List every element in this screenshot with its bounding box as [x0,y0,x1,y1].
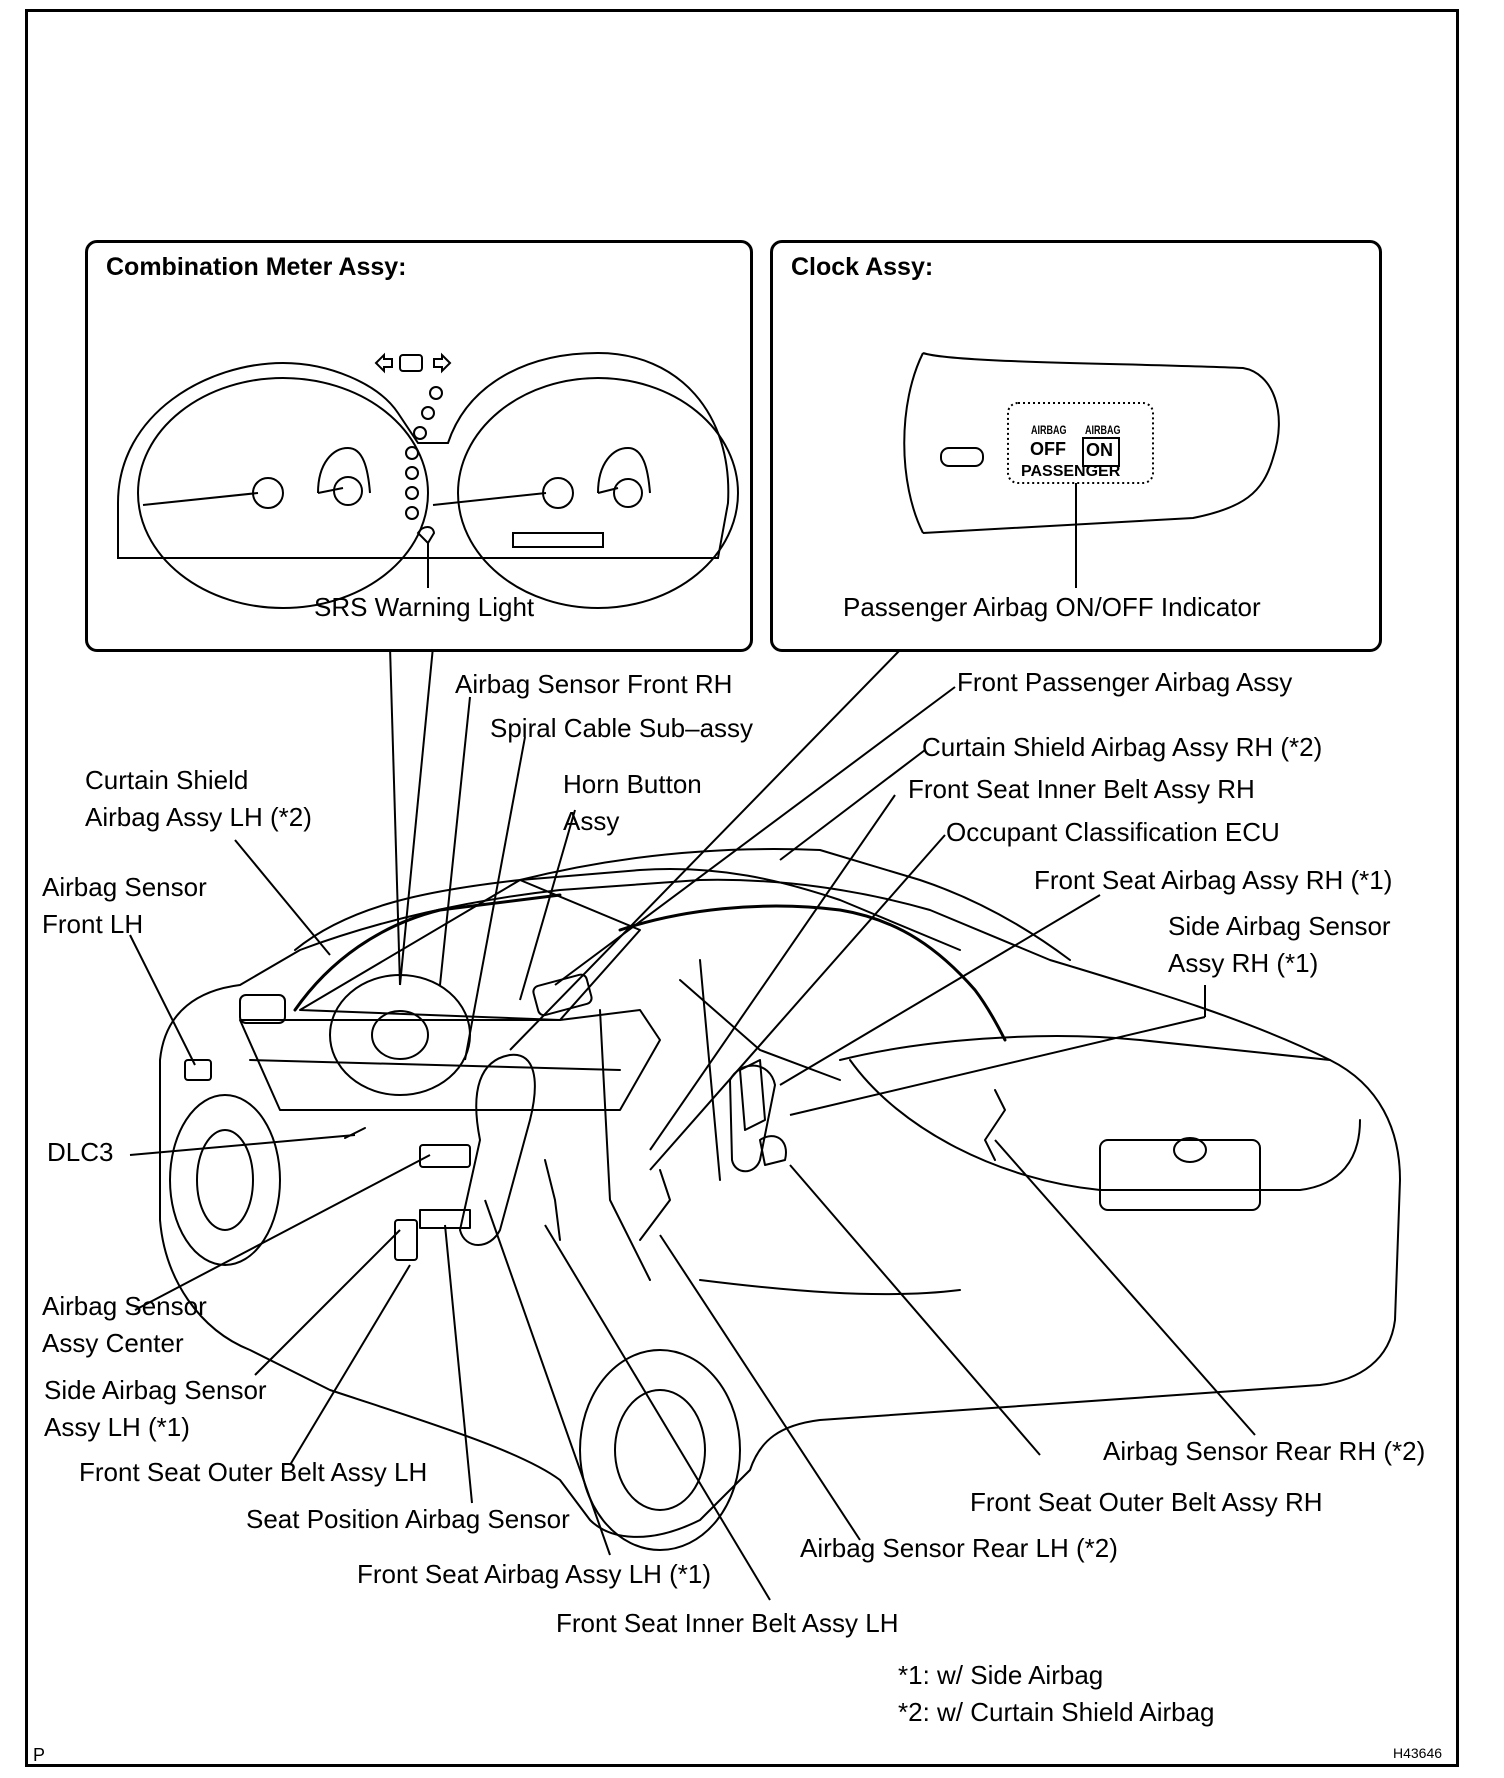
rear-sensor-rh [984,1089,1006,1161]
passenger-airbag-indicator-label: Passenger Airbag ON/OFF Indicator [843,592,1261,622]
indicator-airbag-off-label: AIRBAG [1031,423,1067,437]
label-inner-belt-lh: Front Seat Inner Belt Assy LH [556,1608,899,1638]
combination-meter-box: Combination Meter Assy: [85,240,753,652]
label-airbag-sensor-front-rh: Airbag Sensor Front RH [455,669,733,699]
label-curtain-lh-2: Airbag Assy LH (*2) [85,802,312,832]
front-seat [459,1053,536,1246]
clock-illustration [903,352,1280,588]
label-front-seat-airbag-lh: Front Seat Airbag Assy LH (*1) [357,1559,712,1589]
curtain-airbag-lh [293,893,562,1012]
label-sensor-center-2: Assy Center [42,1328,184,1358]
label-horn-button-1: Horn Button [563,769,702,799]
side-sensor-lh [394,1219,418,1261]
label-front-passenger-airbag: Front Passenger Airbag Assy [957,667,1293,697]
indicator-off: OFF [1030,439,1066,459]
indicator-airbag-on-label: AIRBAG [1085,423,1121,437]
label-sensor-center-1: Airbag Sensor [42,1291,207,1321]
label-seat-position: Seat Position Airbag Sensor [246,1504,570,1534]
seat-airbag-rh [739,1059,766,1131]
label-spiral-cable: Spiral Cable Sub–assy [490,713,754,743]
srs-warning-light-label: SRS Warning Light [314,592,535,622]
corner-mark-left: P [33,1745,46,1765]
label-side-sensor-rh-2: Assy RH (*1) [1168,948,1319,978]
label-inner-belt-rh: Front Seat Inner Belt Assy RH [908,774,1255,804]
figure-code: H43646 [1393,1745,1443,1761]
indicator-on: ON [1086,440,1113,460]
label-side-sensor-rh-1: Side Airbag Sensor [1168,911,1391,941]
dashboard [239,1009,661,1111]
trunk [839,1035,1331,1061]
car-roof [294,868,961,951]
footnote-2: *2: w/ Curtain Shield Airbag [898,1697,1215,1727]
footnote-1: *1: w/ Side Airbag [898,1660,1104,1690]
label-front-seat-airbag-rh: Front Seat Airbag Assy RH (*1) [1034,865,1393,895]
front-wheel [169,1094,281,1266]
label-dlc3: DLC3 [47,1137,114,1167]
label-side-sensor-lh-2: Assy LH (*1) [44,1412,190,1442]
label-sensor-rear-rh: Airbag Sensor Rear RH (*2) [1103,1436,1426,1466]
label-side-sensor-lh-1: Side Airbag Sensor [44,1375,267,1405]
car-body-outline [159,878,1401,1538]
label-occupant-ecu: Occupant Classification ECU [946,817,1280,847]
diagram-frame [25,9,1459,1767]
clock-box: Clock Assy: AIRBAG AIRBAG OFF ON PASSENG… [770,240,1382,652]
license-plate [1099,1139,1261,1211]
inner-belt-lh [544,1159,561,1241]
side-sensor-rh [759,1135,787,1166]
combination-meter-title: Combination Meter Assy: [106,253,407,281]
curtain-airbag-rh [618,904,1007,1042]
clock-title: Clock Assy: [791,253,934,281]
label-sensor-front-lh-2: Front LH [42,909,144,939]
label-outer-belt-rh: Front Seat Outer Belt Assy RH [970,1487,1323,1517]
sensor-center [419,1144,471,1168]
steering-wheel [329,974,471,1096]
outer-belt-rh [639,1169,671,1241]
passenger-airbag-module [532,973,593,1017]
sensor-front-lh [184,1059,212,1081]
label-sensor-rear-lh: Airbag Sensor Rear LH (*2) [800,1533,1118,1563]
label-sensor-front-lh-1: Airbag Sensor [42,872,207,902]
label-horn-button-2: Assy [563,806,620,836]
combination-meter-illustration [117,351,739,609]
rear-wheel [579,1349,741,1551]
emblem [1173,1137,1207,1163]
seat-position-sensor [419,1209,471,1229]
label-curtain-lh-1: Curtain Shield [85,765,249,795]
label-outer-belt-lh: Front Seat Outer Belt Assy LH [79,1457,428,1487]
label-curtain-airbag-rh: Curtain Shield Airbag Assy RH (*2) [922,732,1323,762]
side-mirror [239,994,286,1024]
rear-door-line [699,1279,961,1296]
indicator-passenger: PASSENGER [1021,463,1121,480]
